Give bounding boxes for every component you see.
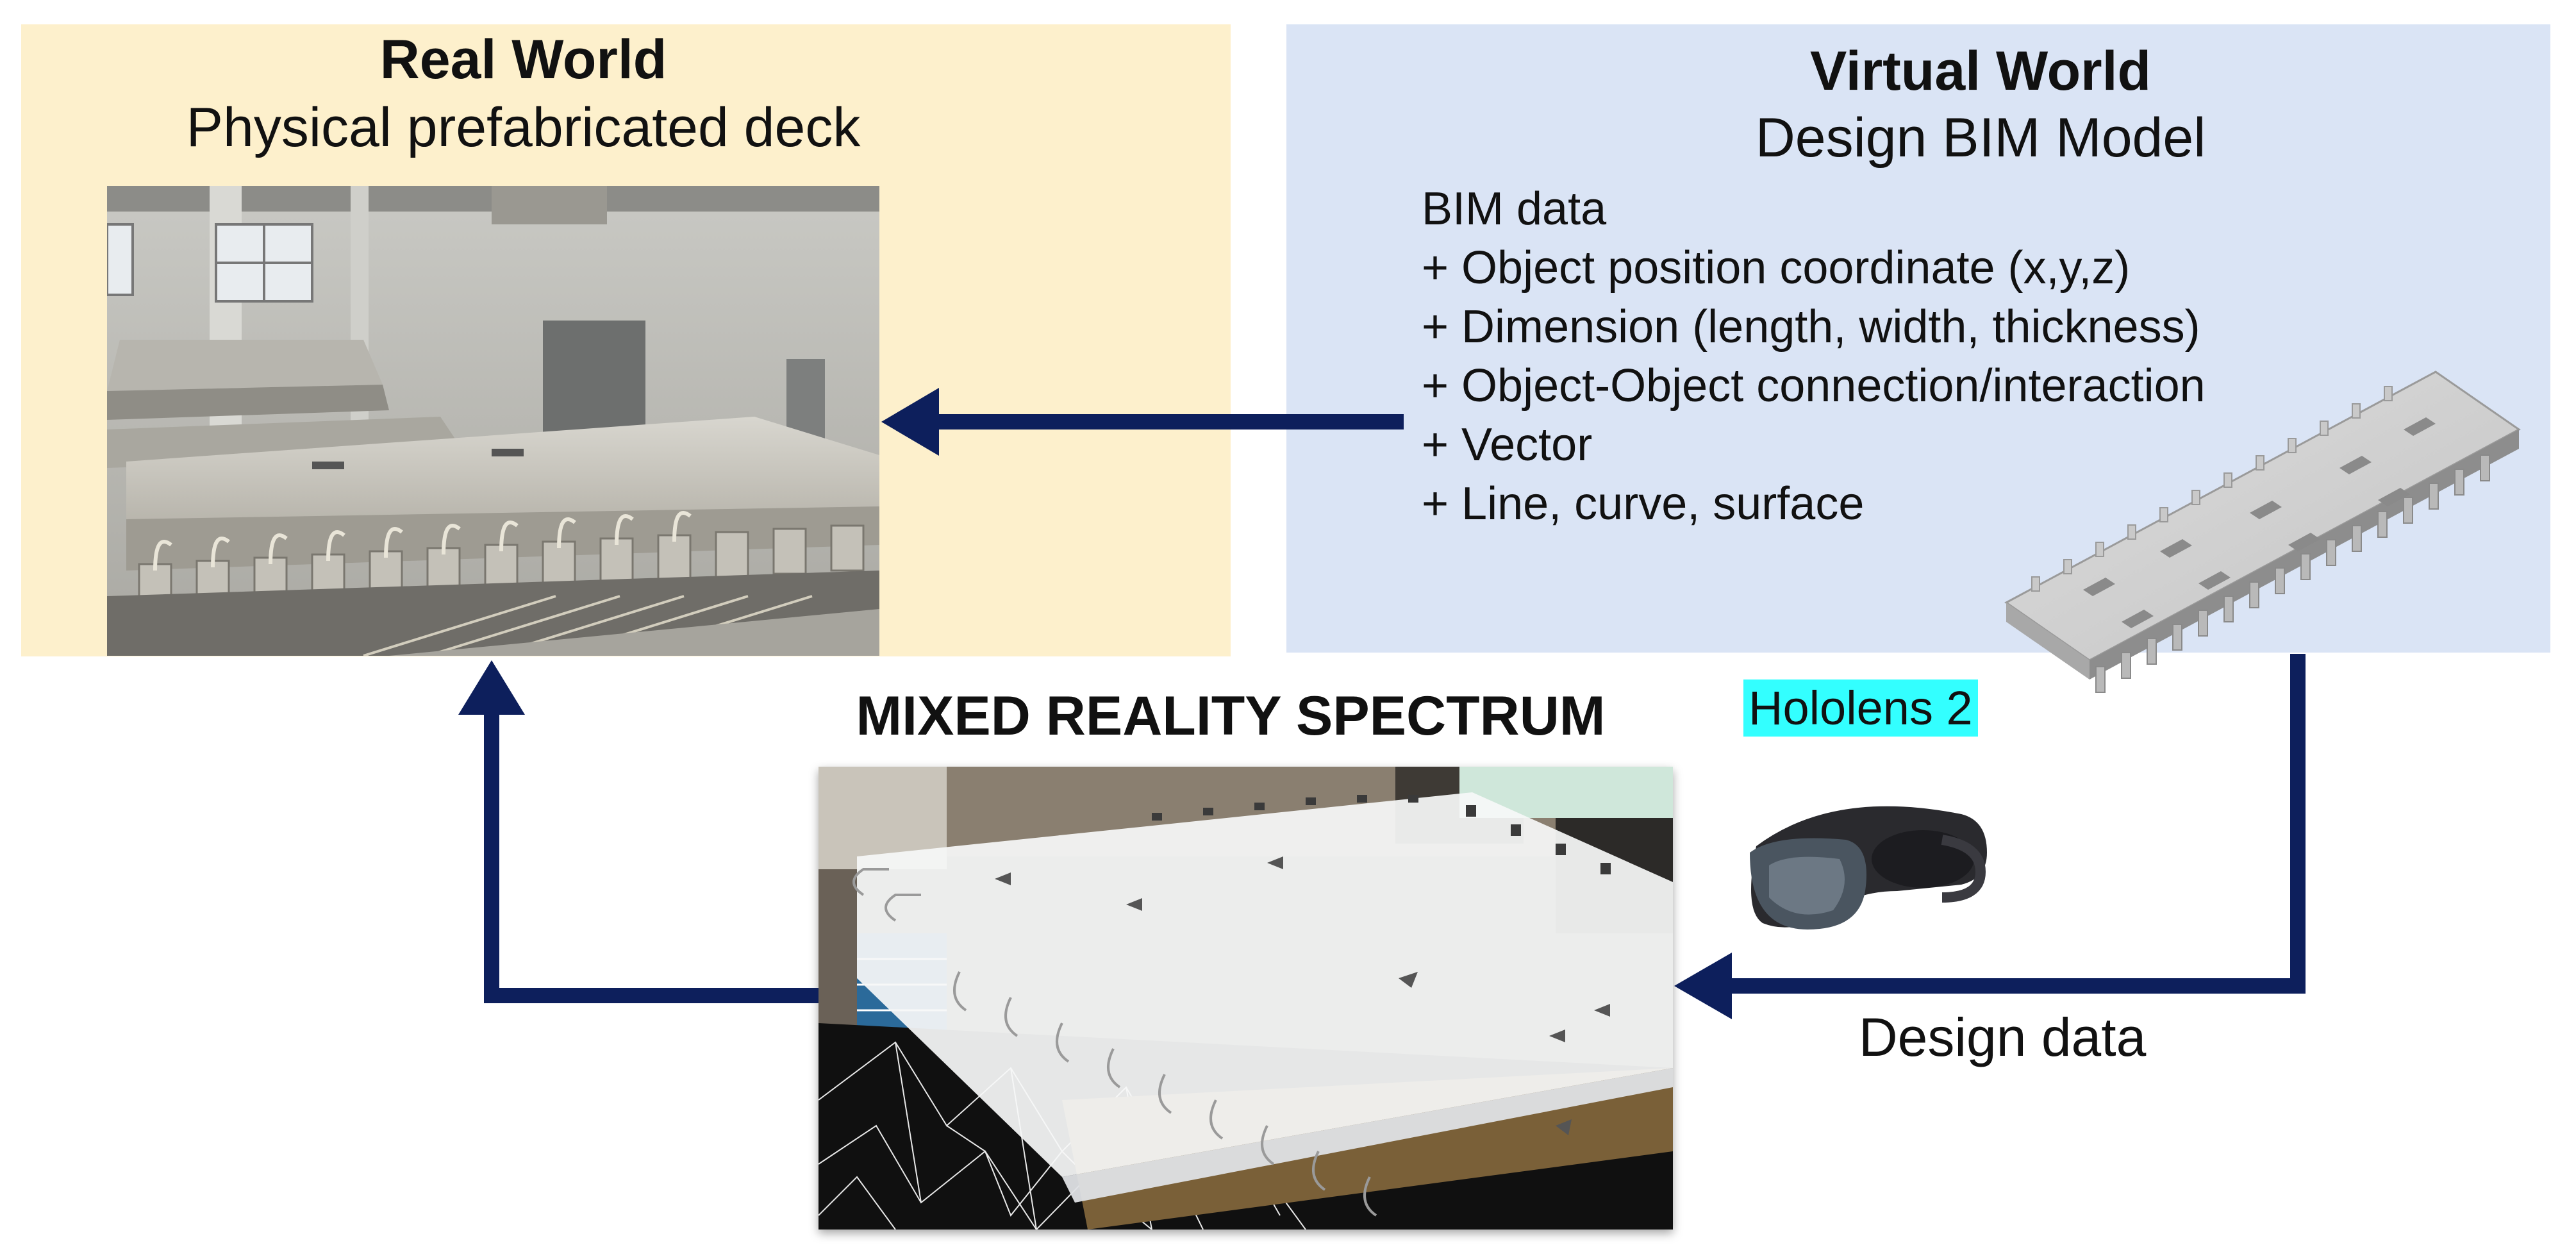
real-world-title: Real World (379, 29, 667, 90)
hololens-label: Hololens 2 (1743, 680, 1978, 737)
prefabricated-deck-photo (107, 186, 879, 656)
virtual-world-subtitle: Design BIM Model (1755, 107, 2206, 169)
hololens-headset-image (1731, 769, 2000, 949)
bim-item-position: + Object position coordinate (x,y,z) (1422, 242, 2131, 294)
bim-data-list: BIM data + Object position coordinate (x… (1422, 179, 2206, 533)
bim-item-geometry: + Line, curve, surface (1422, 478, 1865, 529)
bim-deck-model-image (1993, 359, 2532, 769)
mixed-reality-view-image (819, 767, 1673, 1230)
bim-item-vector: + Vector (1422, 419, 1593, 471)
virtual-world-panel (1286, 24, 2550, 653)
real-world-subtitle: Physical prefabricated deck (186, 97, 861, 158)
virtual-world-title: Virtual World (1810, 40, 2151, 102)
bim-data-heading: BIM data (1422, 183, 1607, 235)
mixed-reality-to-real-arrow (458, 660, 819, 1003)
design-data-label: Design data (1859, 1007, 2147, 1067)
mixed-reality-title: MIXED REALITY SPECTRUM (856, 685, 1606, 747)
bim-item-connection: + Object-Object connection/interaction (1422, 360, 2206, 412)
bim-item-dimension: + Dimension (length, width, thickness) (1422, 301, 2200, 353)
